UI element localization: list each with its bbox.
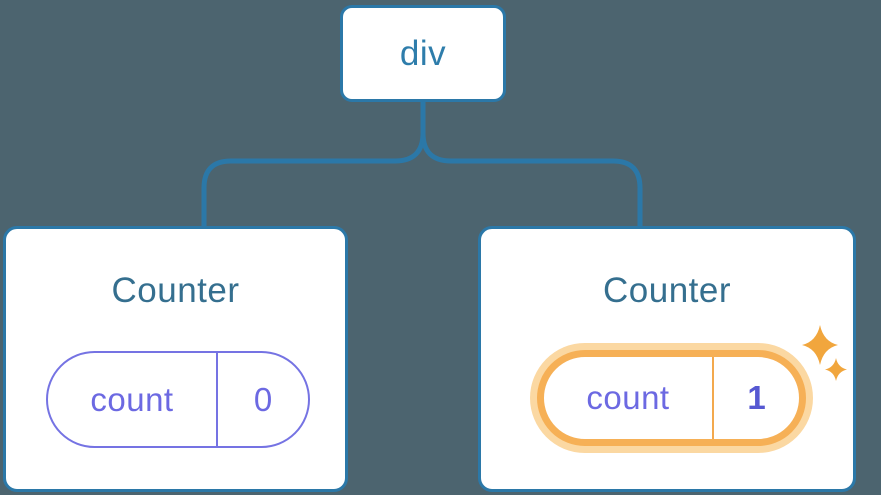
state-value-cell: 0 [216,353,308,446]
state-key-label: count [586,379,670,416]
state-value: 1 [747,379,766,416]
component-title: Counter [602,271,732,310]
state-key-cell: count [544,357,712,439]
state-value: 0 [253,380,273,418]
state-key-label: count [90,380,174,418]
root-node-label: div [399,33,447,73]
state-value-cell: 1 [712,357,799,439]
state-key-cell: count [48,353,216,446]
component-title: Counter [111,271,240,310]
state-pill: count 0 [46,351,310,448]
root-node-div: div [340,5,506,102]
state-pill-highlighted: count 1 [537,350,806,446]
counter-card-right: Counter count 1 [478,226,856,492]
counter-card-left: Counter count 0 [3,226,348,492]
